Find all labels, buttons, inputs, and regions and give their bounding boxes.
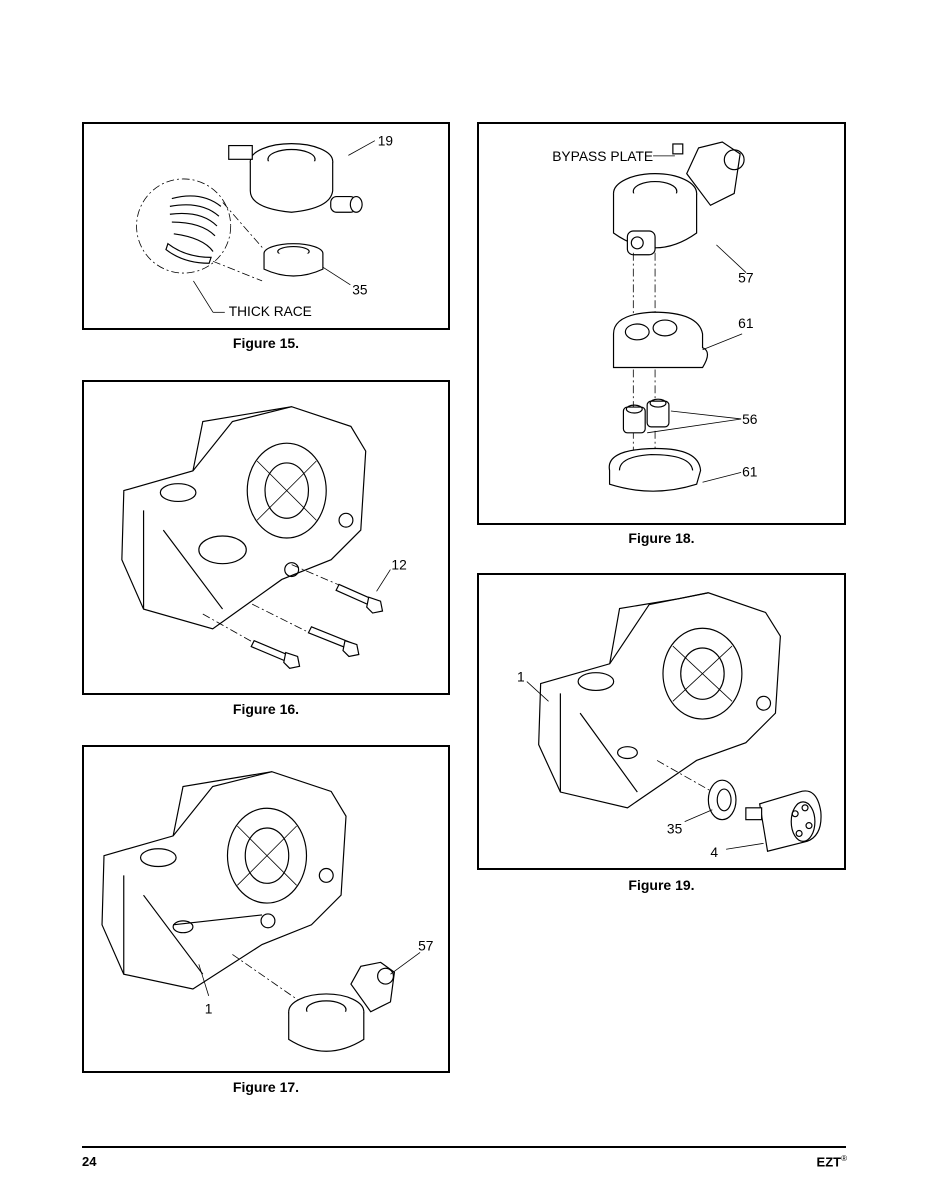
footer-divider — [82, 1146, 846, 1148]
callout-57: 57 — [738, 269, 753, 285]
figure-18-drawing: BYPASS PLATE 57 61 56 61 — [552, 141, 758, 492]
callout-61-top: 61 — [738, 315, 754, 331]
figure-15-drawing: 19 35 THICK RACE — [136, 134, 393, 319]
callout-56: 56 — [742, 411, 758, 427]
figure-18-caption: Figure 18. — [628, 530, 695, 546]
figure-19-illustration: 1 35 4 — [477, 573, 846, 870]
callout-1: 1 — [205, 1001, 213, 1017]
brand-mark: EZT® — [817, 1154, 847, 1169]
callout-12: 12 — [391, 557, 406, 573]
brand-name: EZT — [816, 1154, 842, 1170]
page-number: 24 — [82, 1154, 97, 1169]
callout-57: 57 — [418, 937, 433, 953]
figure-17-caption: Figure 17. — [232, 1079, 300, 1095]
figure-16-illustration: 12 — [82, 380, 450, 695]
figure-16-drawing: 12 — [121, 406, 407, 669]
figure-18-illustration: BYPASS PLATE 57 61 56 61 — [477, 122, 846, 525]
figure-19-caption: Figure 19. — [628, 877, 695, 893]
callout-35: 35 — [667, 820, 683, 836]
callout-1: 1 — [517, 669, 525, 685]
callout-thick-race: THICK RACE — [229, 304, 312, 319]
figure-19-drawing: 1 35 4 — [517, 592, 822, 860]
figure-17-illustration: 57 1 — [82, 745, 450, 1073]
callout-35: 35 — [352, 283, 368, 298]
figure-17-drawing: 57 1 — [101, 771, 433, 1052]
figure-15-caption: Figure 15. — [232, 335, 300, 351]
registered-mark: ® — [841, 1154, 847, 1163]
figure-16-caption: Figure 16. — [232, 701, 300, 717]
callout-19: 19 — [378, 134, 393, 149]
callout-bypass-plate: BYPASS PLATE — [552, 148, 653, 164]
callout-61-bottom: 61 — [742, 463, 758, 479]
callout-4: 4 — [710, 844, 718, 860]
figure-15-illustration: 19 35 THICK RACE — [82, 122, 450, 330]
